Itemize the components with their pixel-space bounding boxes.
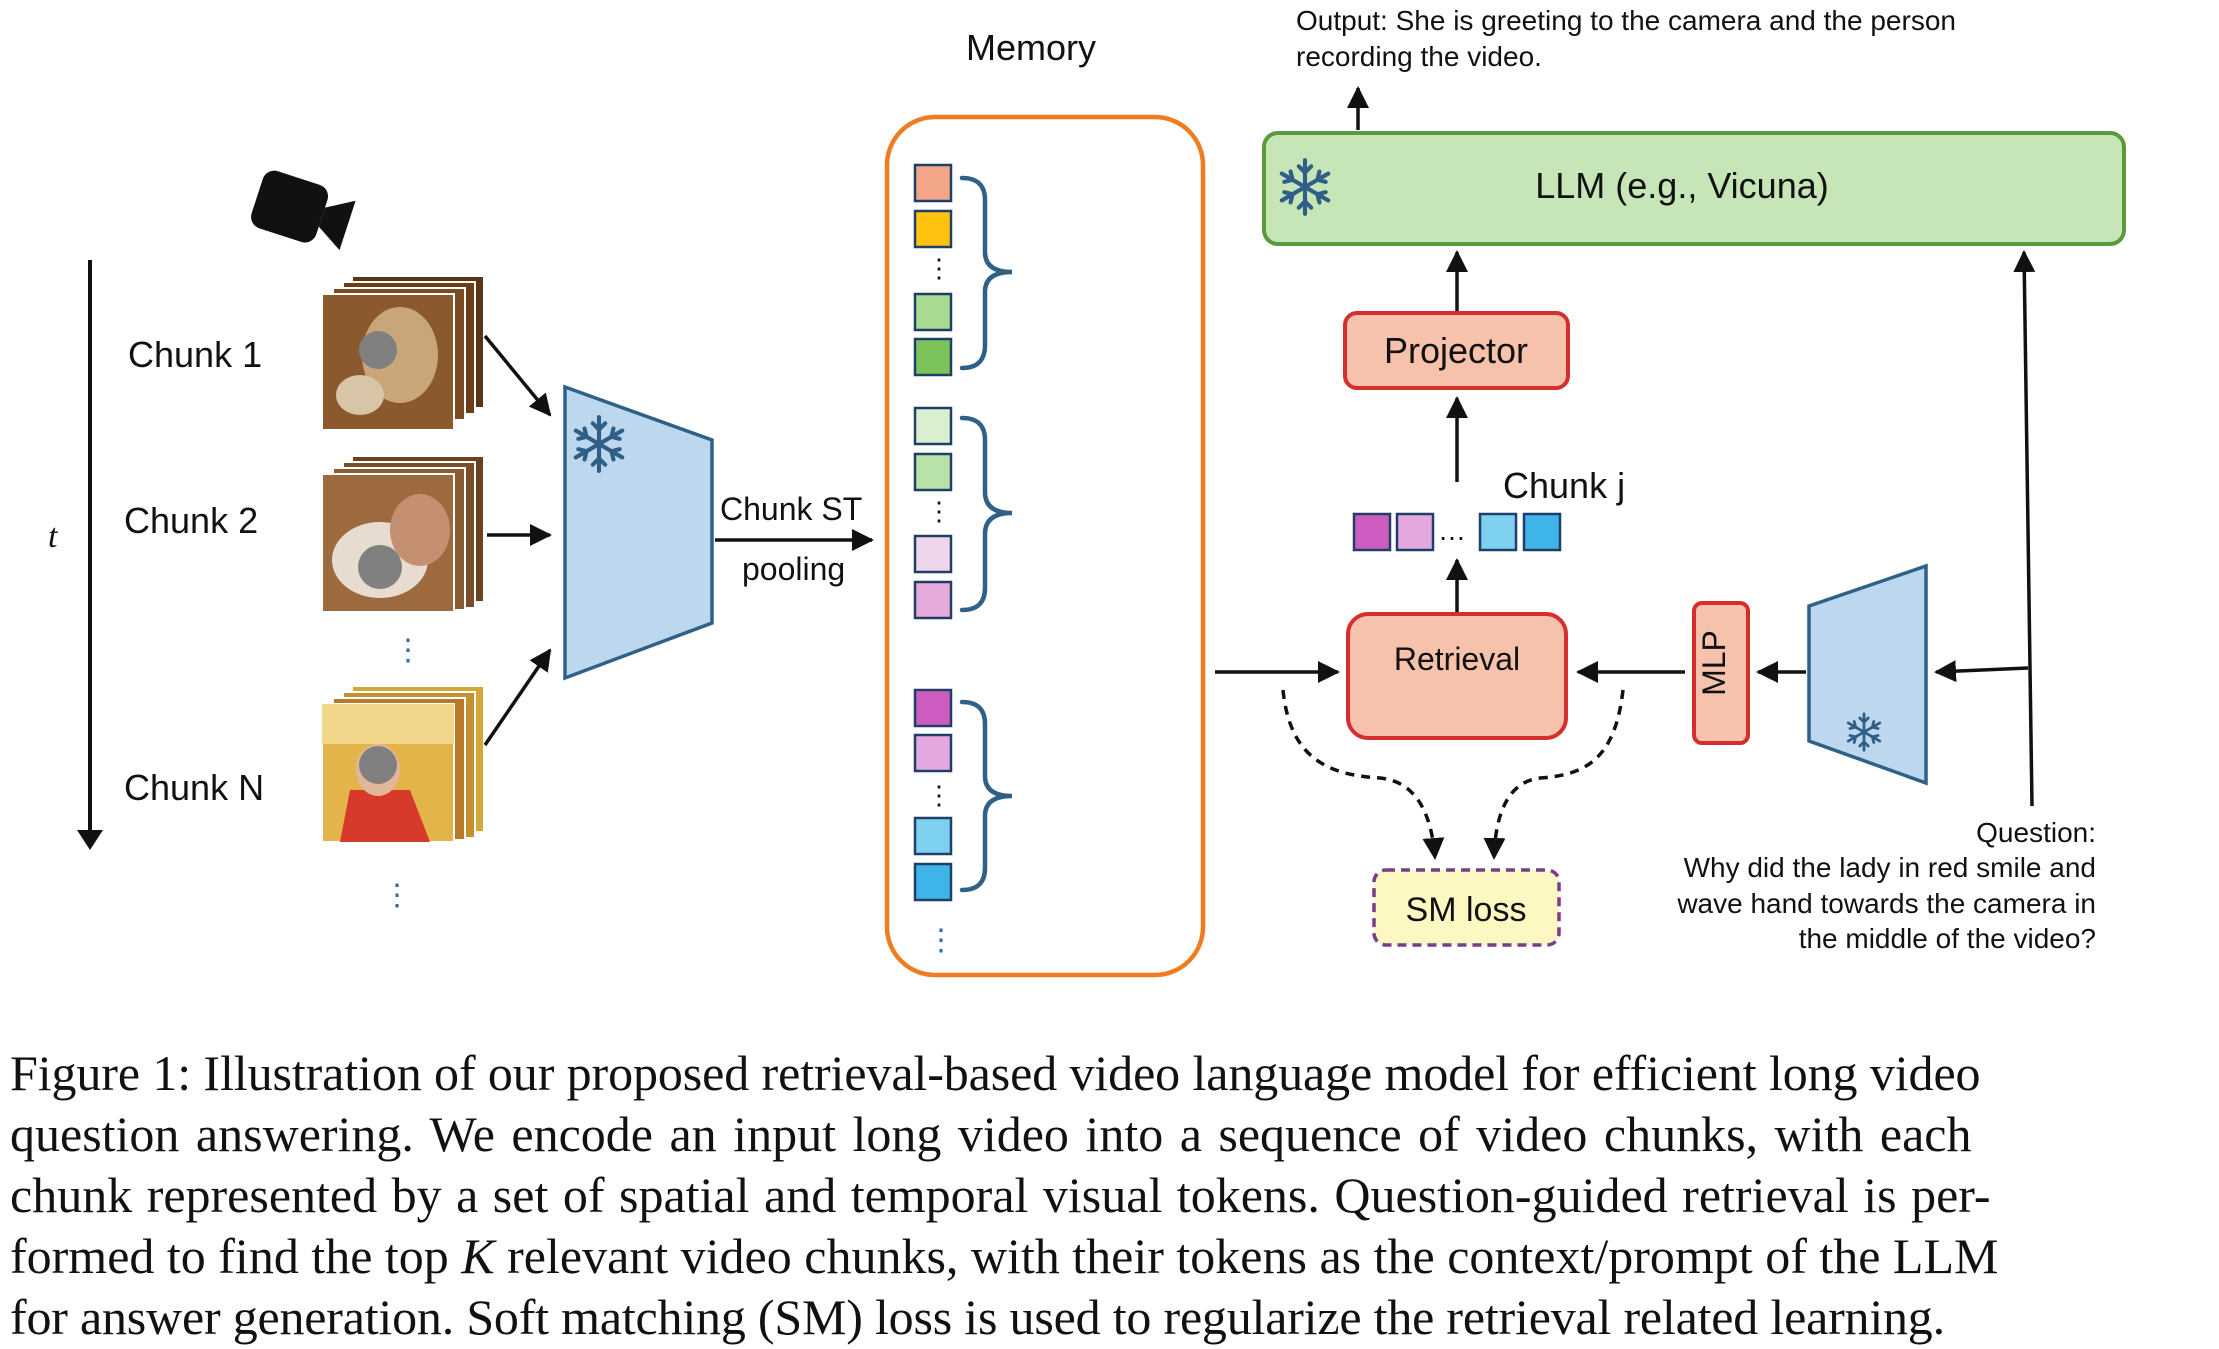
caption-line-1: Figure 1: Illustration of our proposed r… (10, 1045, 1981, 1101)
memory-braces (959, 175, 1013, 893)
video-frames-chunk-n (321, 685, 485, 843)
chunk-ellipsis-1: ⋮ (393, 634, 423, 667)
chunk-j-tokens (1352, 512, 1562, 552)
chunk-j-ellipsis: … (1438, 515, 1466, 546)
memory-box (884, 114, 1206, 978)
sm-loss-label: SM loss (1406, 891, 1527, 929)
question-line-4: the middle of the video? (1799, 923, 2096, 954)
memory-title: Memory (966, 27, 1096, 68)
caption-k-symbol: K (461, 1228, 495, 1284)
svg-text:⋮: ⋮ (926, 253, 952, 283)
video-frames-chunk-2 (321, 455, 485, 613)
visual-encoder (563, 384, 714, 681)
memory-ellipsis-bottom: ⋮ (926, 924, 956, 957)
text-encoder (1807, 563, 1928, 786)
caption-line-3: chunk represented by a set of spatial an… (10, 1167, 1991, 1223)
caption-line-5: for answer generation. Soft matching (SM… (10, 1289, 1945, 1345)
question-line-3: wave hand towards the camera in (1676, 888, 2096, 919)
caption-line-4-start: formed to find the top (10, 1228, 462, 1284)
pooling-label: pooling (742, 551, 845, 587)
chunk-j-label: Chunk j (1503, 465, 1625, 506)
projector-label: Projector (1384, 330, 1528, 371)
sm-loss-arrows (1281, 689, 1625, 860)
sm-loss-box (1372, 868, 1561, 947)
arrows-into-encoder (483, 334, 552, 746)
memory-tokens (913, 163, 953, 902)
chunk-st-label: Chunk ST (720, 491, 862, 527)
question-line-2: Why did the lady in red smile and (1684, 852, 2096, 883)
llm-label: LLM (e.g., Vicuna) (1535, 165, 1828, 206)
mlp-label: MLP (1696, 630, 1732, 696)
memory-ellipsis: ⋮ ⋮ ⋮ (926, 253, 952, 810)
video-frames-chunk-1 (321, 275, 485, 431)
output-line-1: Output: She is greeting to the camera an… (1296, 5, 1956, 36)
caption-line-2: question answering. We encode an input l… (10, 1106, 1972, 1162)
caption-line-4: formed to find the top K relevant video … (10, 1226, 2210, 1287)
llm-box (1262, 131, 2126, 246)
mlp-box (1692, 601, 1750, 745)
chunk-label-2: Chunk 2 (124, 500, 258, 541)
projector-box (1343, 311, 1570, 390)
chunk-ellipsis-2: ⋮ (382, 879, 412, 912)
video-camera-icon (251, 170, 356, 251)
question-arrows (1934, 250, 2036, 807)
time-axis (77, 260, 103, 850)
time-axis-label: t (48, 518, 59, 555)
chunk-label-1: Chunk 1 (128, 334, 262, 375)
output-line-2: recording the video. (1296, 41, 1542, 72)
svg-text:⋮: ⋮ (926, 780, 952, 810)
figure-caption: Figure 1: Illustration of our proposed r… (10, 1043, 2210, 1348)
question-line-1: Question: (1976, 817, 2096, 848)
chunk-label-n: Chunk N (124, 767, 264, 808)
retrieval-label: Retrieval (1394, 641, 1520, 677)
retrieval-box (1346, 612, 1568, 740)
svg-text:⋮: ⋮ (926, 496, 952, 526)
caption-line-4-end: relevant video chunks, with their tokens… (494, 1228, 1999, 1284)
